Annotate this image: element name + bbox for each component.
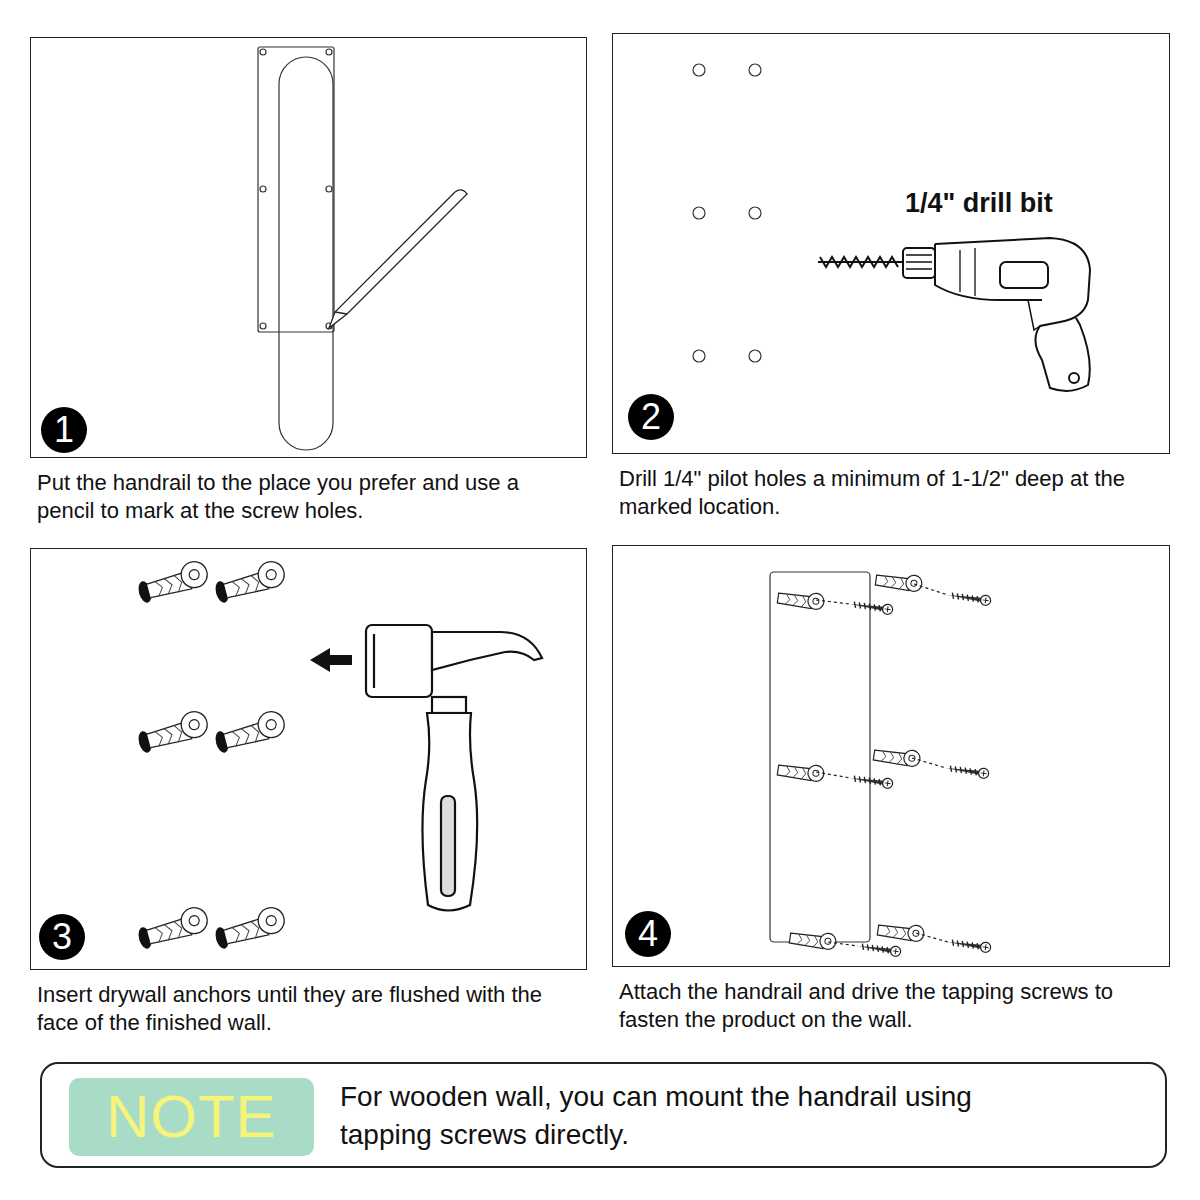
illustration-stroke (857, 941, 901, 957)
power-drill (818, 238, 1090, 391)
step-panel: Attach the handrail and drive the tappin… (612, 545, 1170, 967)
step-panel: Put the handrail to the place you prefer… (30, 37, 587, 458)
illustration-stroke (1000, 262, 1048, 288)
step-caption: Drill 1/4" pilot holes a minimum of 1-1/… (619, 465, 1164, 520)
step-caption: Insert drywall anchors until they are fl… (37, 981, 582, 1036)
illustration-stroke (777, 760, 825, 782)
illustration-stroke (945, 763, 989, 779)
illustration-stroke (326, 49, 332, 55)
illustration-stroke (258, 47, 334, 332)
illustration-stroke (818, 261, 905, 263)
step-caption: Put the handrail to the place you prefer… (37, 469, 582, 524)
hammer (310, 625, 542, 911)
illustration-stroke (326, 186, 332, 192)
drill-bit-label: 1/4" drill bit (905, 188, 1053, 219)
illustration-stroke (770, 572, 870, 942)
illustration-stroke (903, 248, 935, 278)
illustration-stroke (373, 634, 375, 688)
step-number: 1 (41, 407, 87, 453)
illustration-stroke (875, 570, 923, 592)
note-badge-text: NOTE (106, 1087, 277, 1147)
illustration-stroke (329, 190, 467, 328)
illustration-stroke (135, 905, 211, 950)
drywall-anchors (135, 559, 288, 950)
illustration-stroke (947, 590, 991, 606)
illustration-stroke (820, 257, 898, 267)
illustration-stroke (849, 599, 893, 615)
handrail-plate (770, 572, 870, 942)
illustration-stroke (749, 207, 761, 219)
illustration-stroke (432, 632, 542, 670)
step-panel: Insert drywall anchors until they are fl… (30, 548, 587, 970)
illustration-stroke (906, 255, 932, 269)
anchors-and-screws (777, 570, 991, 957)
illustration-stroke (1069, 373, 1079, 383)
handrail-outline (258, 47, 334, 450)
illustration-stroke (310, 648, 352, 672)
illustration-stroke (777, 588, 825, 610)
step-number-text: 2 (641, 399, 661, 435)
illustration-stroke (212, 905, 288, 950)
pilot-holes (693, 64, 761, 362)
step-number-text: 1 (54, 412, 74, 448)
illustration-stroke (693, 64, 705, 76)
note-badge: NOTE (69, 1078, 314, 1156)
step-number: 4 (625, 911, 671, 957)
illustration-stroke (789, 928, 837, 950)
illustration-stroke (1028, 300, 1040, 330)
step-number: 3 (39, 914, 85, 960)
illustration-stroke (366, 625, 432, 697)
illustration-stroke (422, 713, 477, 911)
illustration-stroke (441, 796, 455, 896)
illustration-stroke (749, 64, 761, 76)
note-box: For wooden wall, you can mount the handr… (40, 1062, 1167, 1168)
illustration-stroke (693, 350, 705, 362)
step-number-text: 4 (638, 916, 658, 952)
illustration-stroke (135, 709, 211, 754)
illustration-stroke (960, 248, 975, 296)
illustration-stroke (279, 57, 333, 450)
illustration-stroke (820, 257, 898, 267)
step-caption: Attach the handrail and drive the tappin… (619, 978, 1164, 1033)
illustration-stroke (260, 49, 266, 55)
illustration-stroke (693, 207, 705, 219)
illustration-stroke (877, 920, 925, 942)
illustration-stroke (947, 937, 991, 953)
illustration-stroke (849, 773, 893, 789)
illustration-stroke (135, 559, 211, 604)
illustration-stroke (260, 323, 266, 329)
illustration-stroke (335, 312, 347, 314)
step-panel: Drill 1/4" pilot holes a minimum of 1-1/… (612, 33, 1170, 454)
illustration-stroke (749, 350, 761, 362)
illustration-stroke (816, 584, 948, 946)
pencil (329, 190, 467, 328)
illustration-stroke (935, 238, 1090, 391)
illustration-stroke (212, 709, 288, 754)
step-number-text: 3 (52, 919, 72, 955)
illustration-stroke (873, 745, 921, 767)
step-number: 2 (628, 394, 674, 440)
note-text: For wooden wall, you can mount the handr… (340, 1078, 980, 1154)
illustration-stroke (432, 697, 466, 713)
illustration-stroke (212, 559, 288, 604)
illustration-stroke (260, 186, 266, 192)
